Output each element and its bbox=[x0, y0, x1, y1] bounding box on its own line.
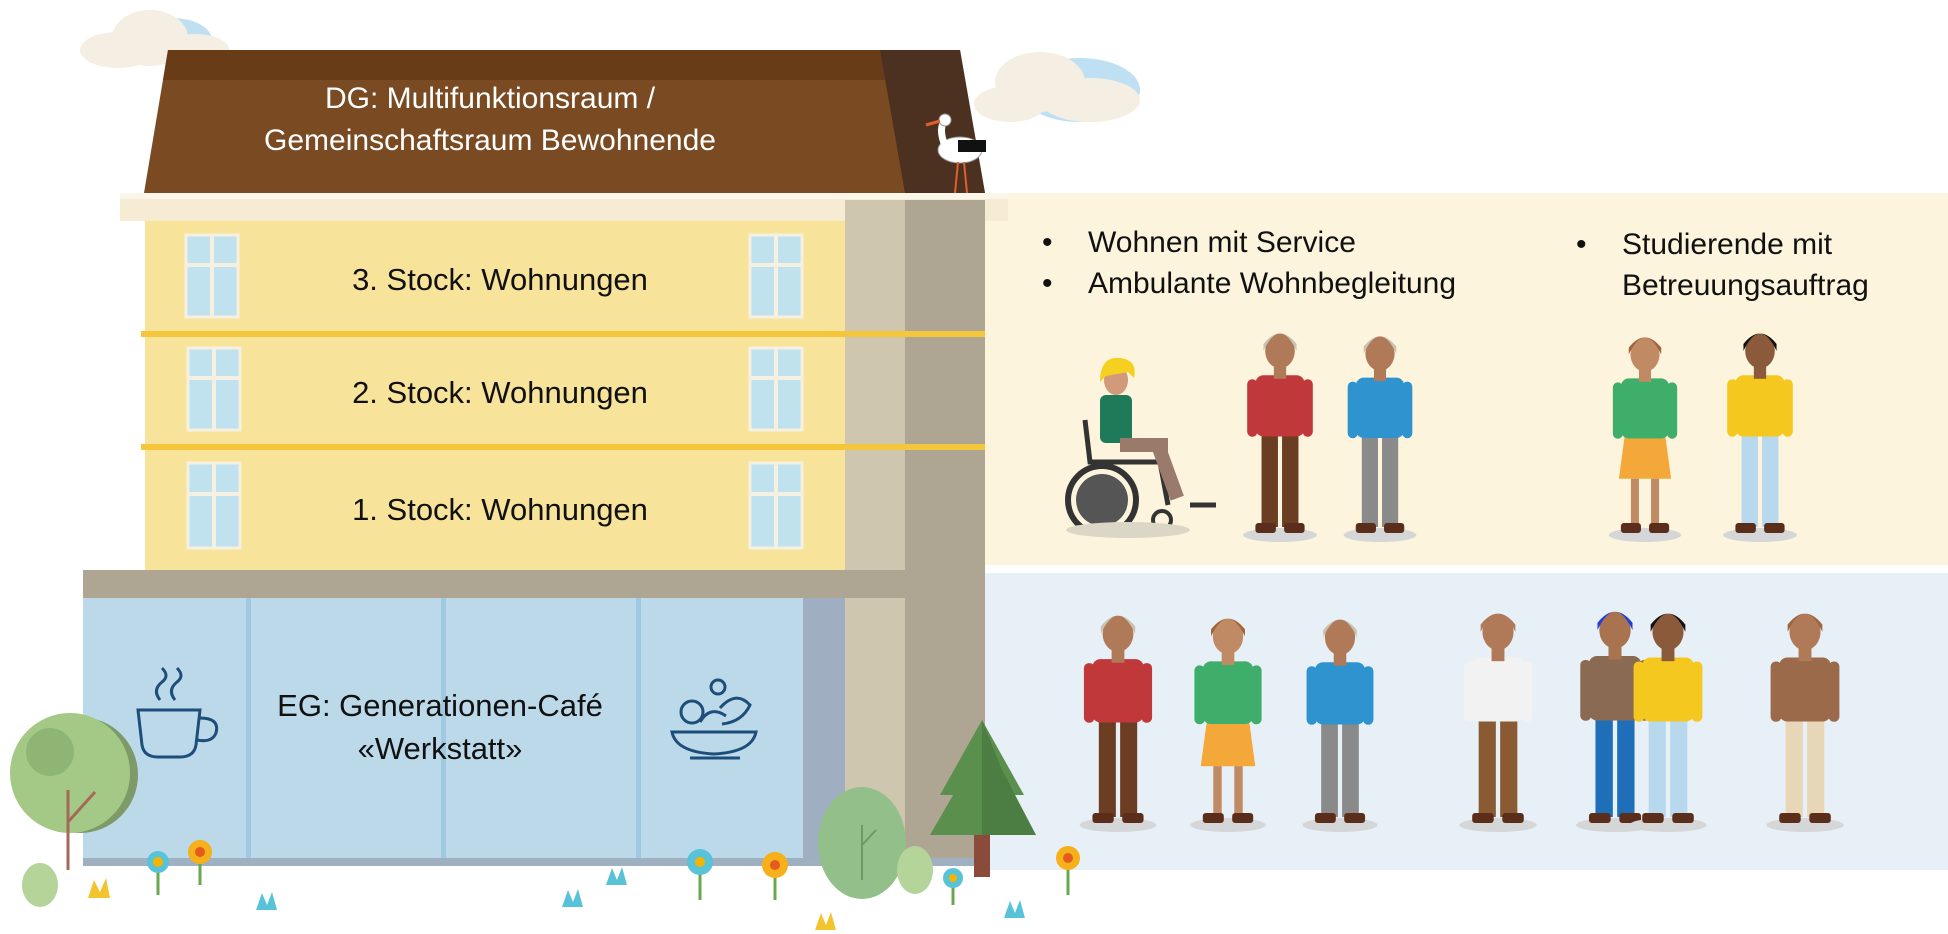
services-list: Wohnen mit Service Ambulante Wohnbegleit… bbox=[1036, 222, 1456, 304]
flower-icon bbox=[88, 840, 1080, 930]
ground-floor-label-line-2: «Werkstatt» bbox=[357, 731, 523, 766]
upper-side-wall-shadow bbox=[905, 200, 985, 570]
ground-floor-label: EG: Generationen-Café «Werkstatt» bbox=[250, 684, 630, 770]
students-list: Studierende mit Betreuungsauftrag bbox=[1570, 224, 1869, 306]
person-student-man bbox=[1723, 333, 1797, 542]
window-mullion bbox=[441, 598, 446, 860]
tree-icon bbox=[930, 720, 1036, 877]
person-elderly-man bbox=[1243, 333, 1317, 542]
stork-icon bbox=[925, 113, 986, 194]
ground-floor-base bbox=[83, 858, 985, 866]
students-list-item: Studierende mit Betreuungsauftrag bbox=[1570, 224, 1869, 306]
window bbox=[748, 461, 804, 550]
upper-facade bbox=[145, 221, 845, 570]
person-woman bbox=[1766, 613, 1844, 832]
window-mullion bbox=[636, 598, 641, 860]
floor-stripe bbox=[141, 444, 985, 450]
services-list-item: Ambulante Wohnbegleitung bbox=[1036, 263, 1456, 304]
window bbox=[186, 346, 242, 432]
roof-top-shade bbox=[163, 50, 963, 80]
eave-edge bbox=[120, 193, 1008, 199]
roof-label-line-2: Gemeinschaftsraum Bewohnende bbox=[264, 124, 716, 157]
window-mullion bbox=[246, 598, 251, 860]
person-elderly-man bbox=[1079, 615, 1157, 832]
salad-bowl-icon bbox=[670, 678, 758, 760]
person-elderly-woman bbox=[1343, 336, 1417, 542]
person-elderly-woman bbox=[1302, 619, 1378, 832]
person-in-wheelchair bbox=[1100, 357, 1184, 501]
window bbox=[186, 461, 242, 550]
wheelchair-icon bbox=[1065, 419, 1216, 538]
third-floor-label: 3. Stock: Wohnungen bbox=[352, 262, 648, 297]
window bbox=[184, 233, 240, 319]
services-list-item: Wohnen mit Service bbox=[1036, 222, 1456, 263]
roof bbox=[144, 50, 985, 193]
window bbox=[748, 233, 804, 319]
person-man bbox=[1459, 613, 1537, 832]
window bbox=[748, 346, 804, 432]
person-student-woman bbox=[1608, 337, 1682, 542]
bush-icon bbox=[22, 787, 933, 907]
coffee-cup-icon bbox=[136, 666, 219, 759]
cloud-icon bbox=[974, 52, 1140, 122]
first-floor-label: 1. Stock: Wohnungen bbox=[352, 492, 648, 527]
ground-floor-label-line-1: EG: Generationen-Café bbox=[277, 688, 603, 723]
ground-floor-cornice bbox=[83, 570, 985, 598]
person-young-woman bbox=[1575, 611, 1655, 832]
person-student-man bbox=[1629, 613, 1707, 832]
floor-stripe bbox=[141, 331, 985, 337]
students-line-2: Betreuungsauftrag bbox=[1622, 269, 1869, 302]
roof-label: DG: Multifunktionsraum / Gemeinschaftsra… bbox=[170, 78, 810, 162]
roof-label-line-1: DG: Multifunktionsraum / bbox=[324, 82, 656, 115]
tree-icon bbox=[10, 713, 138, 870]
second-floor-label: 2. Stock: Wohnungen bbox=[352, 375, 648, 410]
person-student-woman bbox=[1190, 618, 1266, 832]
students-line-1: Studierende mit bbox=[1622, 228, 1833, 261]
